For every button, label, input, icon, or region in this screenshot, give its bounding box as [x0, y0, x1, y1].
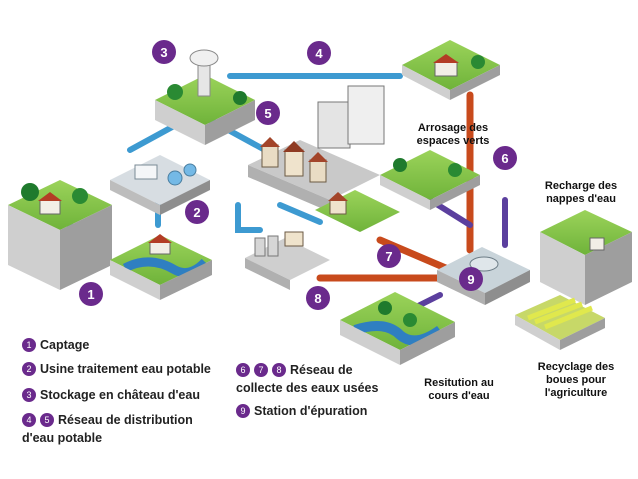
legend-badge-2: 2	[22, 362, 36, 376]
svg-text:cours d'eau: cours d'eau	[428, 390, 489, 402]
legend-label-station: Station d'épuration	[254, 404, 368, 418]
svg-text:3: 3	[160, 45, 167, 60]
legend-badge-9: 9	[236, 404, 250, 418]
block-espaces-verts	[380, 150, 480, 210]
svg-text:Arrosage des: Arrosage des	[418, 122, 488, 134]
svg-text:4: 4	[315, 46, 323, 61]
legend-badge-7: 7	[254, 363, 268, 377]
svg-text:5: 5	[264, 106, 271, 121]
svg-text:nappes d'eau: nappes d'eau	[546, 193, 616, 205]
badge-2: 2	[185, 200, 209, 224]
legend-item-usine: 2 Usine traitement eau potable	[22, 362, 211, 376]
legend-badge-5: 5	[40, 413, 54, 427]
badge-1: 1	[79, 282, 103, 306]
legend-item-collecte: 6 7 8 Réseau de	[236, 363, 353, 377]
svg-text:Resitution au: Resitution au	[424, 377, 494, 389]
callout-recharge: Recharge des nappes d'eau	[545, 180, 617, 205]
legend-item-captage: 1 Captage	[22, 338, 89, 352]
badge-4: 4	[307, 41, 331, 65]
legend-label-usine: Usine traitement eau potable	[40, 362, 211, 376]
badge-7: 7	[377, 244, 401, 268]
svg-text:1: 1	[87, 287, 94, 302]
badge-8: 8	[306, 286, 330, 310]
svg-text:Recyclage des: Recyclage des	[538, 361, 614, 373]
legend-item-distribution: 4 5 Réseau de distribution	[22, 413, 193, 427]
block-hameau	[402, 40, 500, 100]
callout-restitution: Resitution au cours d'eau	[424, 377, 494, 402]
legend-badge-3: 3	[22, 388, 36, 402]
legend-item-stockage: 3 Stockage en château d'eau	[22, 388, 200, 402]
callout-arrosage: Arrosage des espaces verts	[417, 122, 490, 147]
legend-label-stockage: Stockage en château d'eau	[40, 388, 200, 402]
svg-text:2: 2	[193, 205, 200, 220]
block-riviere	[110, 234, 212, 300]
block-usine	[110, 155, 210, 215]
legend-label-distribution-2: d'eau potable	[22, 431, 103, 445]
svg-text:9: 9	[467, 272, 474, 287]
legend-label-captage: Captage	[40, 338, 90, 352]
svg-text:espaces verts: espaces verts	[417, 135, 490, 147]
svg-text:Recharge des: Recharge des	[545, 180, 617, 192]
block-captage	[8, 180, 112, 290]
legend-badge-8: 8	[272, 363, 286, 377]
legend-item-station: 9 Station d'épuration	[236, 404, 367, 418]
legend-badge-6: 6	[236, 363, 250, 377]
block-recharge	[540, 210, 632, 305]
svg-text:8: 8	[314, 291, 321, 306]
block-village	[315, 190, 400, 232]
block-immeubles	[317, 85, 385, 149]
svg-text:boues pour: boues pour	[546, 374, 607, 386]
block-agriculture	[515, 295, 605, 350]
badge-9: 9	[459, 267, 483, 291]
callout-recyclage: Recyclage des boues pour l'agriculture	[538, 361, 614, 399]
block-station-epuration	[437, 247, 530, 305]
legend-badge-4: 4	[22, 413, 36, 427]
badge-5: 5	[256, 101, 280, 125]
legend-label-collecte: Réseau de	[290, 363, 353, 377]
block-zone-industrielle	[245, 231, 330, 290]
svg-text:6: 6	[501, 151, 508, 166]
badge-3: 3	[152, 40, 176, 64]
block-chateau-eau	[155, 49, 255, 145]
block-ville	[248, 137, 380, 212]
legend-label-collecte-2: collecte des eaux usées	[236, 381, 379, 395]
svg-text:l'agriculture: l'agriculture	[545, 387, 608, 399]
svg-text:7: 7	[385, 249, 392, 264]
legend-label-distribution: Réseau de distribution	[58, 413, 193, 427]
legend-badge-1: 1	[22, 338, 36, 352]
block-restitution	[340, 292, 455, 365]
badge-6: 6	[493, 146, 517, 170]
